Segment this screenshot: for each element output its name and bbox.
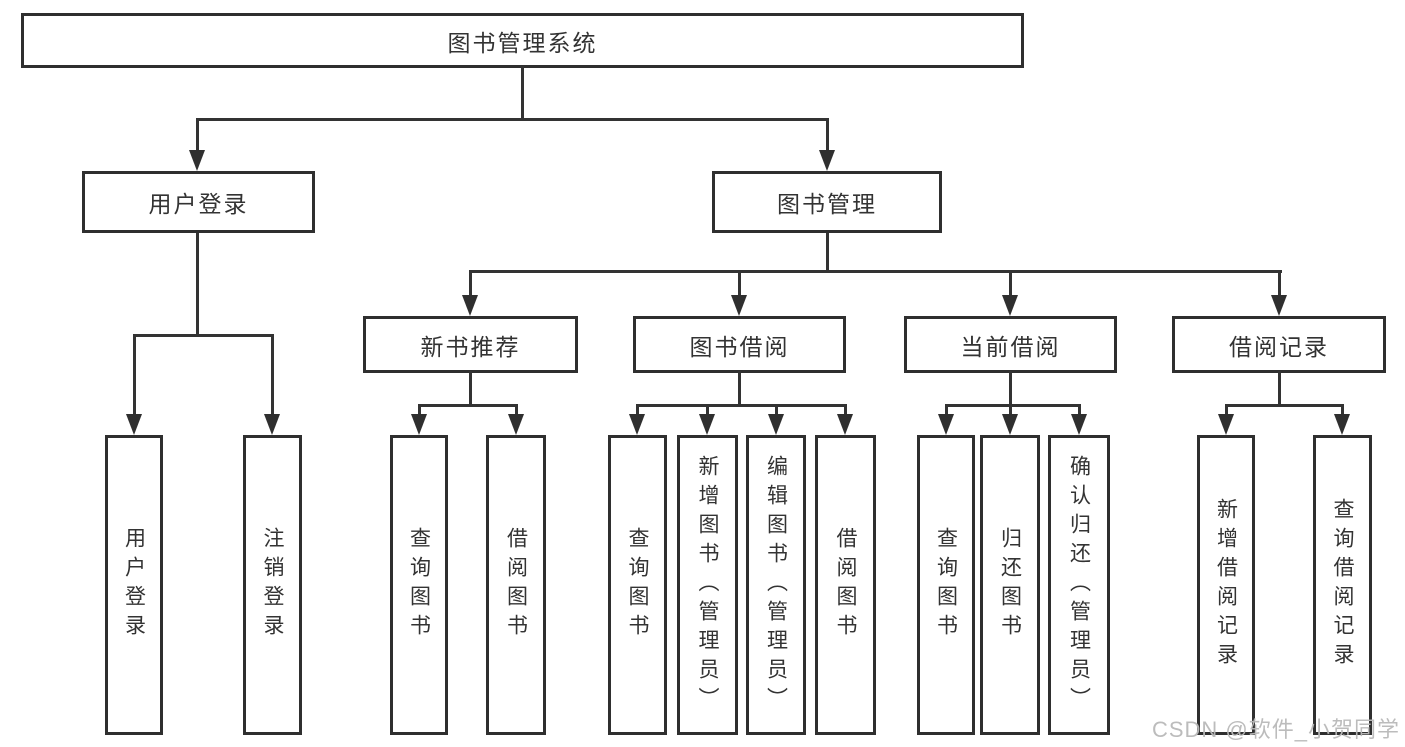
leaf-current-query-box: 查询图书: [917, 435, 975, 735]
leaf-borrow-add-label: 新增图书（管理员）: [696, 454, 719, 716]
leaf-record-add-label: 新增借阅记录: [1214, 498, 1238, 672]
connector-line: [418, 404, 421, 418]
leaf-borrow-query-box: 查询图书: [608, 435, 667, 735]
node-book-management-label: 图书管理: [777, 191, 877, 217]
node-root-label: 图书管理系统: [447, 29, 598, 56]
leaf-user-login-box: 用户登录: [105, 435, 163, 735]
arrow-down-icon: [629, 414, 645, 435]
node-borrow-record-label: 借阅记录: [1229, 333, 1329, 360]
leaf-current-confirm-label: 确认归还（管理员）: [1067, 454, 1091, 716]
leaf-logout-label: 注销登录: [261, 527, 284, 643]
leaf-current-return-label: 归还图书: [998, 527, 1022, 643]
leaf-current-confirm-box: 确认归还（管理员）: [1048, 435, 1110, 735]
connector-line: [844, 404, 847, 418]
leaf-borrow-edit-label: 编辑图书（管理员）: [764, 454, 788, 716]
connector-line: [826, 118, 829, 154]
arrow-down-icon: [264, 414, 280, 435]
node-book-management-box: 图书管理: [712, 171, 942, 233]
leaf-borrow-borrow-box: 借阅图书: [815, 435, 876, 735]
leaf-record-add-box: 新增借阅记录: [1197, 435, 1255, 735]
connector-line: [196, 118, 829, 121]
leaf-current-query-label: 查询图书: [934, 527, 958, 643]
connector-line: [1225, 404, 1228, 418]
connector-line: [775, 404, 778, 418]
csdn-watermark: CSDN @软件_小贺同学: [1151, 717, 1400, 742]
connector-line: [1009, 371, 1012, 407]
arrow-down-icon: [819, 150, 835, 171]
leaf-newbook-query-label: 查询图书: [407, 527, 431, 643]
connector-line: [1341, 404, 1344, 418]
connector-line: [738, 371, 741, 407]
arrow-down-icon: [1218, 414, 1234, 435]
connector-line: [196, 233, 199, 337]
connector-line: [271, 334, 274, 418]
leaf-logout-box: 注销登录: [243, 435, 302, 735]
connector-line: [1078, 404, 1081, 418]
connector-line: [469, 270, 1282, 273]
connector-line: [826, 233, 829, 273]
leaf-record-query-box: 查询借阅记录: [1313, 435, 1372, 735]
arrow-down-icon: [731, 295, 747, 316]
connector-line: [196, 118, 199, 154]
connector-line: [469, 371, 472, 407]
arrow-down-icon: [508, 414, 524, 435]
connector-line: [738, 270, 741, 298]
node-user-login-label: 用户登录: [148, 191, 249, 217]
connector-line: [469, 270, 472, 298]
arrow-down-icon: [462, 295, 478, 316]
leaf-current-return-box: 归还图书: [980, 435, 1040, 735]
leaf-borrow-borrow-label: 借阅图书: [834, 527, 857, 643]
connector-line: [636, 404, 847, 407]
arrow-down-icon: [1071, 414, 1087, 435]
node-current-borrow-label: 当前借阅: [960, 333, 1061, 360]
leaf-record-query-label: 查询借阅记录: [1331, 498, 1354, 672]
connector-line: [706, 404, 709, 418]
connector-line: [945, 404, 948, 418]
node-user-login-box: 用户登录: [82, 171, 315, 233]
leaf-newbook-borrow-box: 借阅图书: [486, 435, 546, 735]
node-borrow-record-box: 借阅记录: [1172, 316, 1386, 373]
node-current-borrow-box: 当前借阅: [904, 316, 1117, 373]
node-book-borrow-label: 图书借阅: [689, 333, 790, 360]
connector-line: [521, 66, 524, 120]
node-book-borrow-box: 图书借阅: [633, 316, 846, 373]
connector-line: [1278, 270, 1281, 298]
connector-line: [1009, 270, 1012, 298]
arrow-down-icon: [1002, 295, 1018, 316]
arrow-down-icon: [189, 150, 205, 171]
leaf-borrow-query-label: 查询图书: [626, 527, 649, 643]
connector-line: [1009, 404, 1012, 418]
arrow-down-icon: [768, 414, 784, 435]
connector-line: [1225, 404, 1344, 407]
connector-line: [515, 404, 518, 418]
leaf-newbook-query-box: 查询图书: [390, 435, 448, 735]
node-root-box: 图书管理系统: [21, 13, 1024, 68]
connector-line: [1278, 371, 1281, 407]
leaf-newbook-borrow-label: 借阅图书: [504, 527, 528, 643]
node-new-book-recommend-label: 新书推荐: [420, 333, 521, 360]
leaf-borrow-add-box: 新增图书（管理员）: [677, 435, 738, 735]
arrow-down-icon: [1002, 414, 1018, 435]
leaf-user-login-label: 用户登录: [122, 527, 146, 643]
arrow-down-icon: [837, 414, 853, 435]
connector-line: [133, 334, 136, 418]
connector-line: [418, 404, 518, 407]
arrow-down-icon: [1334, 414, 1350, 435]
arrow-down-icon: [938, 414, 954, 435]
arrow-down-icon: [699, 414, 715, 435]
arrow-down-icon: [1271, 295, 1287, 316]
leaf-borrow-edit-box: 编辑图书（管理员）: [746, 435, 806, 735]
node-new-book-recommend-box: 新书推荐: [363, 316, 578, 373]
connector-line: [945, 404, 1081, 407]
arrow-down-icon: [126, 414, 142, 435]
connector-line: [133, 334, 274, 337]
connector-line: [636, 404, 639, 418]
arrow-down-icon: [411, 414, 427, 435]
